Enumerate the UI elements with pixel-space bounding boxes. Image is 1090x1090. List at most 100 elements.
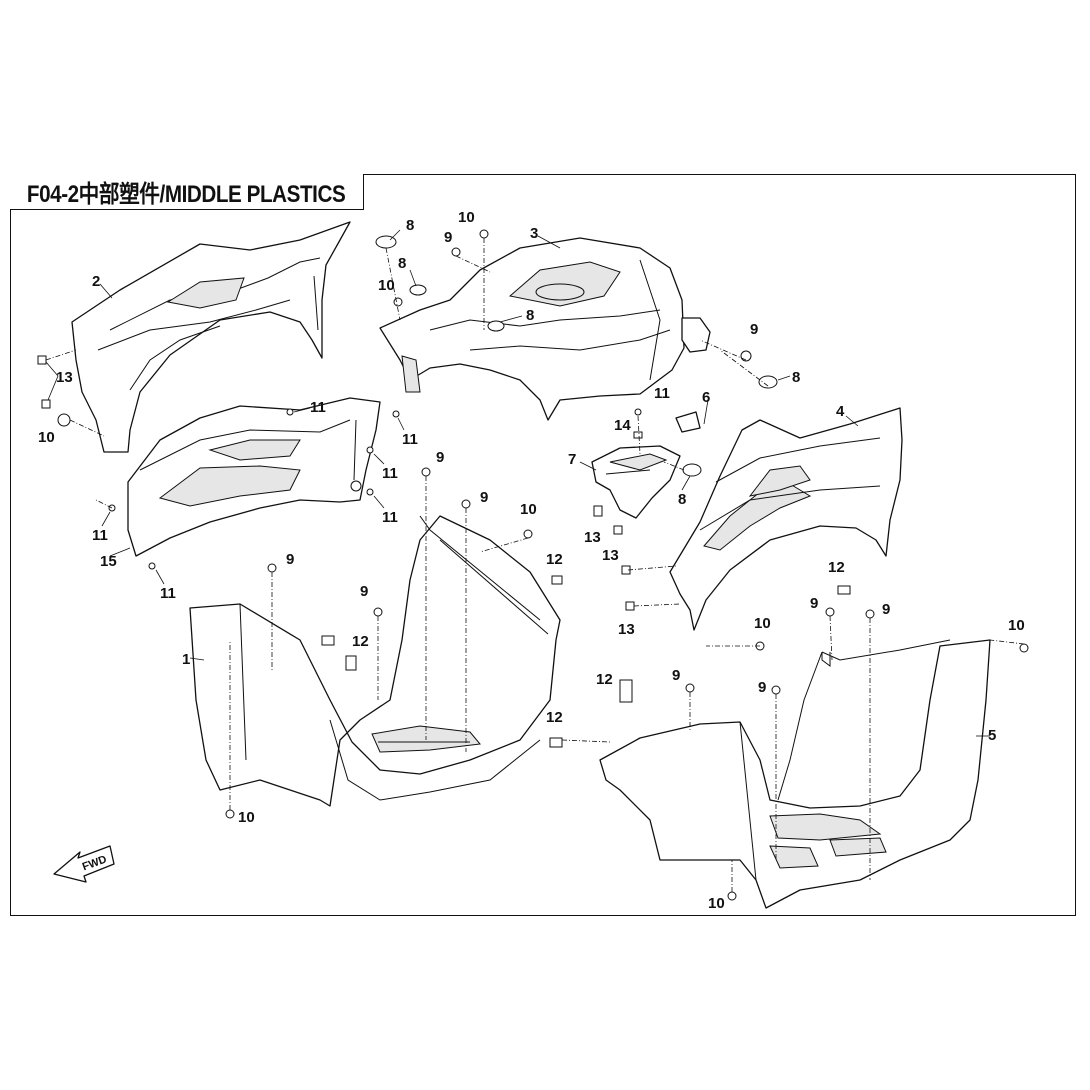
callout-label: 4 — [836, 403, 845, 420]
callout-label: 11 — [382, 509, 398, 526]
bolt-icon — [267, 563, 277, 573]
bolt-icon — [1019, 643, 1029, 653]
clip-icon — [551, 575, 563, 585]
assembly-lines — [45, 238, 1025, 892]
clip-icon — [549, 737, 563, 748]
screw-icon — [634, 408, 642, 416]
callout-label: 11 — [382, 465, 398, 482]
clip-icon — [625, 601, 635, 611]
clip-icon — [837, 585, 851, 595]
callout-label: 10 — [238, 809, 255, 826]
callout-label: 10 — [708, 895, 725, 912]
screw-icon — [148, 562, 156, 570]
grommet-icon — [409, 284, 427, 296]
callout-label: 11 — [402, 431, 418, 448]
callout-label: 10 — [1008, 617, 1025, 634]
callout-label: 10 — [754, 615, 771, 632]
screw-icon — [366, 446, 374, 454]
clip-icon — [321, 635, 335, 646]
part-15-left-inner-panel — [127, 397, 381, 557]
callout-label: 9 — [750, 321, 758, 338]
clip-icon — [41, 399, 51, 409]
callout-label: 12 — [828, 559, 845, 576]
bolt-icon — [865, 609, 875, 619]
bolt-icon — [479, 229, 489, 239]
callout-label: 9 — [286, 551, 294, 568]
bolt-icon — [225, 809, 235, 819]
callout-label: 7 — [568, 451, 576, 468]
clip-icon — [345, 655, 357, 671]
callout-label: 8 — [792, 369, 800, 386]
grommet-icon — [487, 320, 505, 332]
part-5-right-footwell — [599, 639, 991, 909]
callout-label: 10 — [458, 209, 475, 226]
grommet-icon — [758, 375, 778, 389]
callout-label: 9 — [436, 449, 444, 466]
bolt-icon — [771, 685, 781, 695]
callout-label: 15 — [100, 553, 117, 570]
hardware — [37, 229, 1029, 901]
callout-label: 12 — [352, 633, 369, 650]
clip-icon — [633, 431, 643, 439]
callout-label: 6 — [702, 389, 710, 406]
callout-label: 14 — [614, 417, 631, 434]
callout-label: 8 — [526, 307, 534, 324]
clip-icon — [613, 525, 623, 535]
bolt-icon — [685, 683, 695, 693]
callout-label: 12 — [596, 671, 613, 688]
part-4-right-upper-panel — [669, 407, 903, 631]
clip-icon — [593, 505, 603, 517]
callout-label: 8 — [398, 255, 406, 272]
title-box: F04-2中部塑件/MIDDLE PLASTICS — [10, 174, 364, 210]
bolt-icon — [57, 413, 71, 427]
callout-label: 2 — [92, 273, 100, 290]
grommet-icon — [682, 463, 702, 477]
part-6-pad — [675, 411, 701, 433]
callout-label: 11 — [654, 385, 670, 402]
bolt-icon — [421, 467, 431, 477]
part-3-center-cover — [379, 237, 711, 421]
clip-icon — [619, 679, 633, 703]
grommet-icon — [375, 235, 397, 249]
callout-label: 13 — [602, 547, 619, 564]
callout-label: 13 — [618, 621, 635, 638]
part-7-bracket — [591, 445, 681, 519]
callout-label: 8 — [678, 491, 686, 508]
callout-label: 13 — [56, 369, 73, 386]
callout-label: 13 — [584, 529, 601, 546]
callout-label: 3 — [530, 225, 538, 242]
callout-label: 11 — [92, 527, 108, 544]
fwd-arrow: FWD — [53, 845, 115, 883]
callout-label: 9 — [480, 489, 488, 506]
bolt-icon — [523, 529, 533, 539]
screw-icon — [286, 408, 294, 416]
callout-label: 10 — [378, 277, 395, 294]
bolt-icon — [825, 607, 835, 617]
bolt-icon — [373, 607, 383, 617]
part-2-left-upper-panel — [71, 221, 351, 453]
bolt-icon — [393, 297, 403, 307]
callout-label: 1 — [182, 651, 190, 668]
callout-label: 9 — [810, 595, 818, 612]
callout-label: 11 — [160, 585, 176, 602]
callout-label: 9 — [672, 667, 680, 684]
callout-label: 9 — [444, 229, 452, 246]
callout-label: 12 — [546, 709, 563, 726]
callout-labels: 1 2 3 4 5 6 7 8 8 8 8 8 9 9 9 9 9 9 9 9 … — [38, 209, 1025, 912]
callout-label: 11 — [310, 399, 326, 416]
callout-label: 5 — [988, 727, 996, 744]
bolt-icon — [727, 891, 737, 901]
page-title: F04-2中部塑件/MIDDLE PLASTICS — [27, 181, 346, 208]
screw-icon — [392, 410, 400, 418]
callout-label: 9 — [882, 601, 890, 618]
leader-lines — [45, 229, 990, 737]
screw-icon — [366, 488, 374, 496]
callout-label: 10 — [520, 501, 537, 518]
callout-label: 10 — [38, 429, 55, 446]
bolt-icon — [740, 350, 752, 362]
callout-label: 12 — [546, 551, 563, 568]
callout-label: 9 — [360, 583, 368, 600]
part-1-left-footwell — [189, 515, 561, 807]
bolt-icon — [461, 499, 471, 509]
